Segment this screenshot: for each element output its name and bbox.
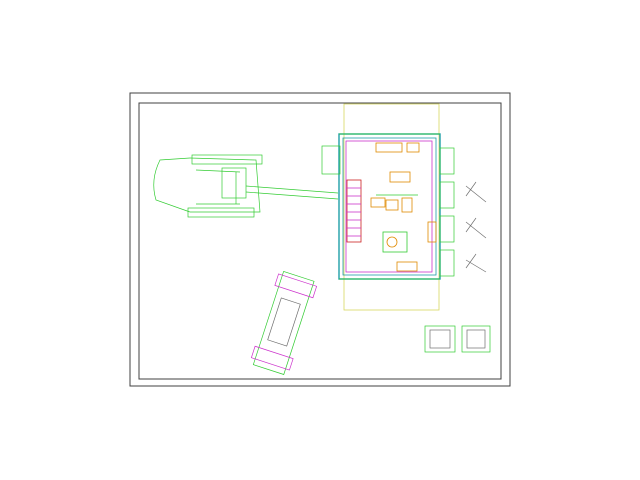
door-swing-symbols: [465, 181, 487, 273]
fixture-desk-right: [401, 197, 413, 213]
exterior-equipment: [321, 145, 455, 277]
door-swing-3: [465, 253, 487, 273]
vehicle-axle-bottom: [187, 207, 255, 218]
stair-run: [346, 179, 362, 243]
door-swing-1: [465, 181, 487, 203]
vehicle-frame-line-1: [195, 169, 241, 173]
building-outer-wall: [338, 133, 441, 280]
detail-elevation-right-inset: [466, 329, 486, 349]
detail-elevation-left: [424, 325, 456, 353]
fixture-bottom-bench: [396, 261, 418, 272]
tow-bar-edge-bottom: [245, 191, 339, 200]
layout-extents-frame: [343, 103, 440, 311]
door-swing-2: [465, 217, 487, 239]
vehicle-axle-top: [191, 154, 263, 165]
fixture-round-stool: [386, 236, 398, 248]
exterior-unit-right-2: [439, 181, 455, 209]
vehicle-body-outline: [189, 157, 261, 213]
exterior-unit-right-3: [439, 215, 455, 243]
tow-bar: [245, 185, 339, 200]
detail-elevations: [424, 325, 491, 353]
lower-vehicle-axle-front: [274, 273, 318, 299]
fixture-desk-left: [370, 197, 386, 208]
detail-elevation-right: [461, 325, 491, 353]
fixture-desk-center: [385, 199, 399, 211]
fixture-top-small: [406, 142, 420, 153]
sheet-border: [129, 92, 511, 387]
fixture-top-counter: [375, 142, 403, 153]
vehicle-plan-upper-left: [153, 154, 263, 218]
stair-outline: [346, 179, 362, 243]
building-floor-plan: [338, 133, 441, 280]
exterior-unit-right-1: [439, 147, 455, 175]
exterior-unit-right-4: [439, 249, 455, 277]
lower-vehicle-axle-rear: [250, 345, 294, 371]
vehicle-cab: [221, 167, 247, 199]
vehicle-nose-outline: [153, 157, 191, 213]
lower-vehicle-load-bed: [267, 297, 301, 347]
lower-vehicle-body: [252, 270, 315, 375]
sheet-outer-frame: [129, 92, 511, 387]
exterior-unit-left: [321, 145, 341, 175]
sheet-inner-frame: [138, 102, 502, 380]
fixture-green-unit: [382, 231, 408, 253]
building-wall-inner-face: [342, 137, 437, 276]
vehicle-plan-lower: [250, 270, 318, 375]
detail-elevation-left-inset: [429, 329, 451, 349]
fixture-wall-cabinet: [427, 221, 437, 243]
tow-bar-edge-top: [245, 185, 339, 194]
fixture-center-table: [389, 171, 411, 183]
building-interior-line: [345, 140, 433, 273]
